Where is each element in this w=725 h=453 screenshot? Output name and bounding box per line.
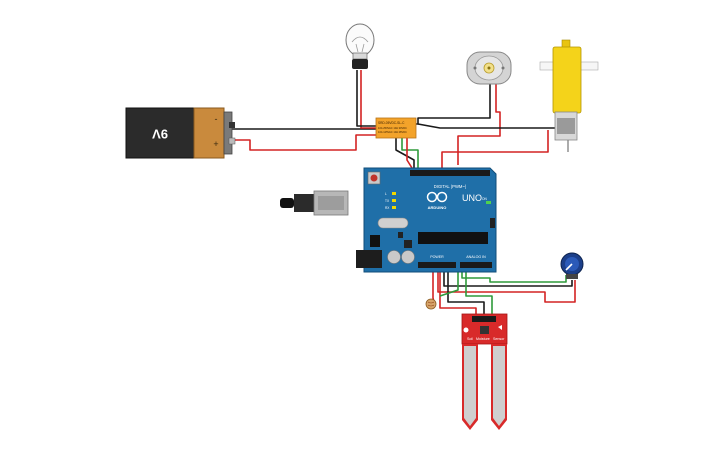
wire-relay-red[interactable] bbox=[406, 138, 413, 169]
wire-bulb-red[interactable] bbox=[360, 70, 378, 129]
digital-header[interactable] bbox=[410, 170, 490, 176]
wire-relay-motor-black[interactable] bbox=[416, 84, 491, 125]
dc-motor-icon[interactable] bbox=[466, 51, 512, 85]
arduino-uno-board[interactable]: DIGITAL (PWM~) ARDUINO UNO L TX RX ON bbox=[280, 167, 497, 273]
power-header[interactable] bbox=[418, 262, 456, 268]
wire-sensor-red[interactable] bbox=[439, 270, 477, 316]
digital-label: DIGITAL (PWM~) bbox=[434, 184, 467, 189]
power-label: POWER bbox=[430, 255, 444, 259]
led-rx-label: RX bbox=[385, 206, 390, 210]
relay-module[interactable]: SRD-05VDC-SL-C 10A 250VAC 10A 30VDC 10A … bbox=[375, 117, 417, 139]
wire-battery-positive[interactable] bbox=[232, 134, 378, 151]
sensor-label-left: Soil bbox=[467, 337, 473, 341]
battery-icon[interactable]: 9V + - bbox=[125, 107, 236, 159]
wire-pot-black[interactable] bbox=[443, 270, 573, 287]
potentiometer-icon[interactable] bbox=[560, 252, 584, 279]
battery-plus: + bbox=[213, 139, 218, 149]
relay-line2: 10A 250VAC 10A 30VDC bbox=[378, 126, 407, 130]
wire-sensor-black[interactable] bbox=[447, 270, 485, 316]
wire-gearmotor-red[interactable] bbox=[441, 130, 549, 168]
gear-motor-icon[interactable] bbox=[539, 39, 599, 152]
arduino-logo-icon bbox=[426, 191, 448, 203]
battery-minus: - bbox=[215, 114, 218, 124]
wire-pot-red[interactable] bbox=[437, 270, 576, 303]
wire-ldr-red[interactable] bbox=[432, 270, 435, 303]
usb-cable-icon[interactable] bbox=[280, 190, 349, 216]
arduino-model: UNO bbox=[462, 193, 482, 203]
led-tx-label: TX bbox=[385, 199, 390, 203]
battery-label: 9V bbox=[152, 127, 168, 142]
led-l-label: L bbox=[385, 192, 387, 196]
wire-ldr-green[interactable] bbox=[439, 270, 459, 297]
analog-header[interactable] bbox=[460, 262, 492, 268]
photoresistor-icon[interactable] bbox=[425, 298, 437, 310]
wire-relay-signal-green[interactable] bbox=[401, 138, 419, 168]
analog-label: ANALOG IN bbox=[466, 255, 486, 259]
wires bbox=[232, 70, 576, 316]
soil-moisture-sensor[interactable]: Soil Moisture Sensor bbox=[461, 313, 508, 430]
relay-line3: 10A 125VAC 10A 28VDC bbox=[378, 130, 407, 134]
light-bulb-icon[interactable] bbox=[345, 23, 375, 69]
wire-pot-green[interactable] bbox=[461, 270, 567, 283]
wire-bulb-black[interactable] bbox=[356, 70, 376, 127]
sensor-label-mid: Moisture bbox=[476, 337, 490, 341]
arduino-brand: ARDUINO bbox=[428, 205, 447, 210]
wire-gearmotor-black[interactable] bbox=[417, 123, 560, 129]
relay-line1: SRD-05VDC-SL-C bbox=[378, 121, 405, 125]
atmega-chip bbox=[418, 232, 488, 244]
wire-motor-red[interactable] bbox=[457, 84, 501, 165]
wire-sensor-green[interactable] bbox=[465, 270, 493, 316]
wire-relay-signal-black[interactable] bbox=[395, 138, 415, 168]
sensor-label-right: Sensor bbox=[493, 337, 505, 341]
led-on-label: ON bbox=[482, 197, 487, 201]
